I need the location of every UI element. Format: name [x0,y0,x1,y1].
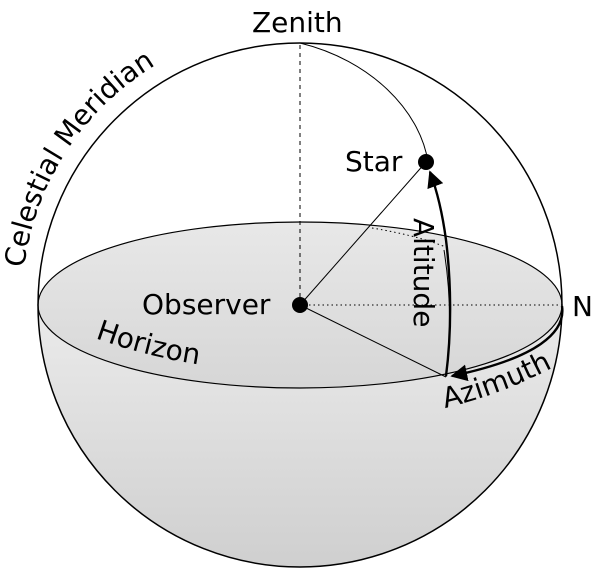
hidden-arc-dotted [371,227,449,249]
star-point [418,154,434,170]
observer-azimuth-line [299,304,447,378]
altitude-label: Altitude [407,218,440,327]
star-label: Star [345,145,403,178]
observer-label: Observer [142,288,271,321]
zenith-label: Zenith [252,6,343,39]
observer-star-line [299,161,427,306]
north-label: N [572,290,593,323]
celestial-meridian-label: Celestial Meridian [0,43,159,269]
azimuth-arrow [450,305,564,382]
observer-point [292,297,308,313]
vertical-great-circle [299,42,429,163]
altitude-arrow [427,170,452,377]
